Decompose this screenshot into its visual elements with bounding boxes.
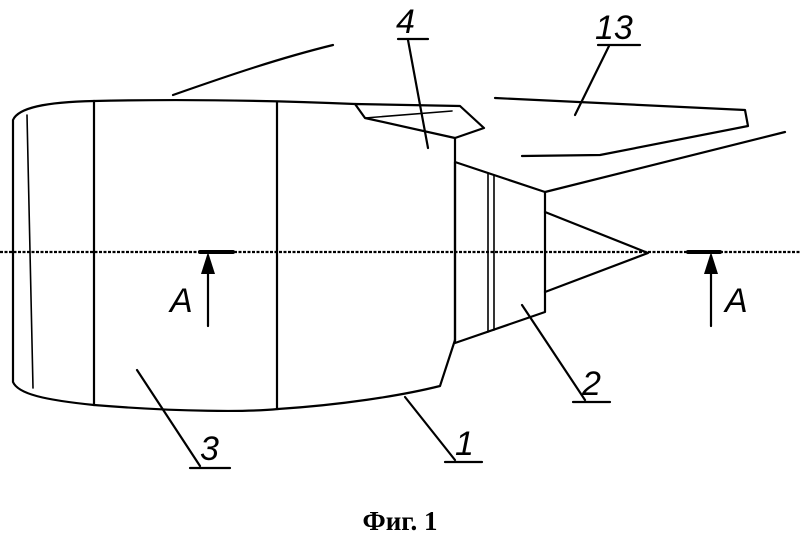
section-label-left: A — [168, 282, 193, 320]
callout-4: 4 — [396, 3, 430, 150]
section-mark-right: A — [686, 250, 748, 328]
callout-label-13: 13 — [595, 9, 633, 47]
core-cowl-bottom — [276, 338, 457, 411]
callout-13: 13 — [573, 9, 642, 117]
callout-label-3: 3 — [200, 430, 219, 468]
wing-element-13 — [493, 96, 750, 158]
rear-strut-line — [543, 130, 787, 194]
section-label-right: A — [723, 282, 748, 320]
pylon-inner-line — [364, 110, 453, 119]
exhaust-nozzle — [453, 160, 547, 345]
figure-caption: Фиг. 1 — [363, 506, 438, 536]
wing-leading-edge — [171, 43, 335, 97]
callout-label-1: 1 — [455, 425, 474, 463]
fan-cowl-top — [92, 98, 357, 106]
section-mark-left: A — [168, 250, 235, 328]
callout-3: 3 — [135, 368, 232, 470]
inlet-lip — [11, 99, 96, 407]
callout-1: 1 — [403, 395, 484, 464]
callout-label-4: 4 — [396, 3, 415, 41]
pylon-fairing — [353, 102, 486, 140]
callout-label-2: 2 — [581, 365, 601, 403]
callout-2: 2 — [520, 303, 612, 404]
fan-cowl-bottom — [92, 403, 280, 412]
